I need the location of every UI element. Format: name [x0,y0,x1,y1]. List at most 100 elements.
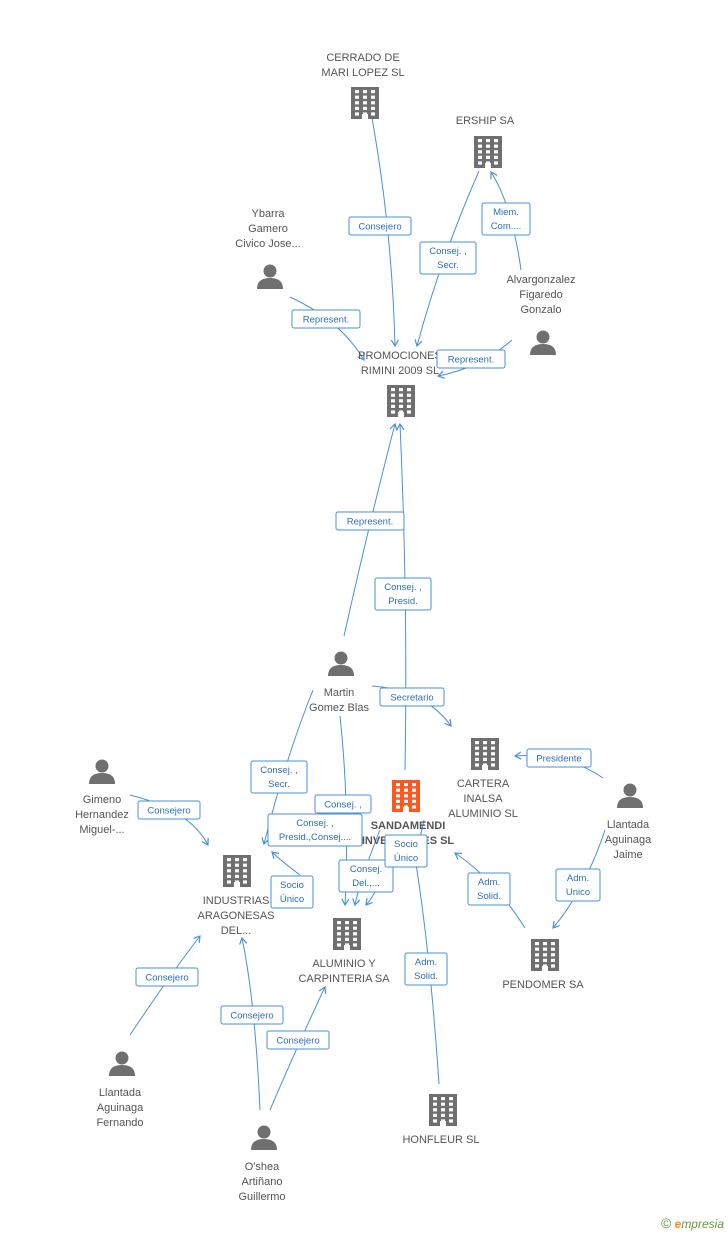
building-window [391,410,395,414]
building-window [353,932,357,936]
building-window [363,95,367,99]
person-icon [109,1051,135,1076]
node-label-line: Fernando [96,1117,143,1129]
arrowhead [389,422,398,431]
edge-label[interactable]: Adm.Solid. [467,872,511,906]
edge-label[interactable]: Represent. [335,511,405,531]
building-window [337,932,341,936]
building-window [494,139,498,143]
edge-label[interactable]: Presidente [526,748,592,768]
building-window [449,1108,453,1112]
node-label-line: RIMINI 2009 SL [361,365,439,377]
node-label-line: ALUMINIO Y [312,958,376,970]
edge-label[interactable]: Consej. ,Secr. [419,241,477,275]
node-label-line: PROMOCIONES [358,350,442,362]
node-label-line: Llantada [99,1087,142,1099]
edge-label[interactable]: Consej.Del.,... [338,859,394,893]
person-head [95,759,109,773]
building-icon [333,918,361,950]
building-icon [531,939,559,971]
arrowhead [239,936,248,945]
building-window [433,1102,437,1106]
node-label-line: Hernandez [75,809,129,821]
building-window [243,863,247,867]
edge-label[interactable]: Consej. , [314,794,372,814]
building-window [494,161,498,165]
building-door [482,765,488,770]
edge-label-text: Miem. [493,207,519,218]
arrowhead [552,920,560,929]
edge-label[interactable]: Adm.Solid. [404,952,448,986]
building-window [475,752,479,756]
building-window [407,404,411,408]
company-node[interactable]: ERSHIP SA [456,115,515,168]
edge-label[interactable]: Consejero [220,1005,284,1025]
node-label-line: ALUMINIO SL [448,808,518,820]
node-label-line: Alvargonzalez [506,274,575,286]
person-body [328,665,354,676]
node-label-line: O'shea [245,1161,280,1173]
node-label-line: DEL... [221,925,252,937]
company-node[interactable]: PENDOMER SA [502,939,584,991]
building-window [243,874,247,878]
building-window [551,942,555,946]
building-window [486,144,490,148]
company-node[interactable]: PROMOCIONES RIMINI 2009 SL [358,350,442,417]
building-window [391,404,395,408]
edge-label[interactable]: Represent. [436,349,506,369]
building-window [363,90,367,94]
node-label-line: Figaredo [519,289,562,301]
edge-label[interactable]: Miem. Com.... [481,202,531,236]
building-icon [387,385,415,417]
edge-label[interactable]: Consejero [348,216,412,236]
building-window [407,399,411,403]
building-window [391,393,395,397]
person-head [536,330,550,344]
edge-label[interactable]: Secretario [379,687,445,707]
edge-label-text: Consej. , [260,765,298,776]
edge-label[interactable]: Consej. ,Presid. [374,577,432,611]
building-door [398,412,404,417]
building-window [441,1097,445,1101]
edge-label[interactable]: Consejero [137,800,201,820]
edge-label-text: Com.... [491,221,522,232]
building-door [403,807,409,812]
person-node[interactable]: GimenoHernandezMiguel-... [75,759,129,837]
building-window [235,869,239,873]
arrowhead [341,898,350,907]
building-window [396,805,400,809]
edge-label[interactable]: Consejero [135,967,199,987]
building-window [412,805,416,809]
edge-label[interactable]: Represent. [291,309,361,329]
company-node[interactable]: INDUSTRIASARAGONESASDEL... [197,855,275,937]
building-window [535,953,539,957]
building-window [371,90,375,94]
person-body [257,278,283,289]
edge-label[interactable]: Consej. ,Presid.,Consej.... [267,813,363,847]
person-icon [617,783,643,808]
person-icon [530,330,556,355]
person-head [334,651,348,665]
building-window [449,1119,453,1123]
company-node[interactable]: HONFLEUR SL [402,1094,480,1146]
edge-label[interactable]: Adm.Unico [555,868,601,902]
edge-label-box [220,1005,284,1025]
edge-label-text: Adm. [478,877,500,888]
building-window [535,947,539,951]
edge-label[interactable]: Consejero [266,1030,330,1050]
building-window [478,155,482,159]
edge-label-text: Socio [394,839,418,850]
edge-label[interactable]: Consej. ,Secr. [250,760,308,794]
building-window [433,1108,437,1112]
